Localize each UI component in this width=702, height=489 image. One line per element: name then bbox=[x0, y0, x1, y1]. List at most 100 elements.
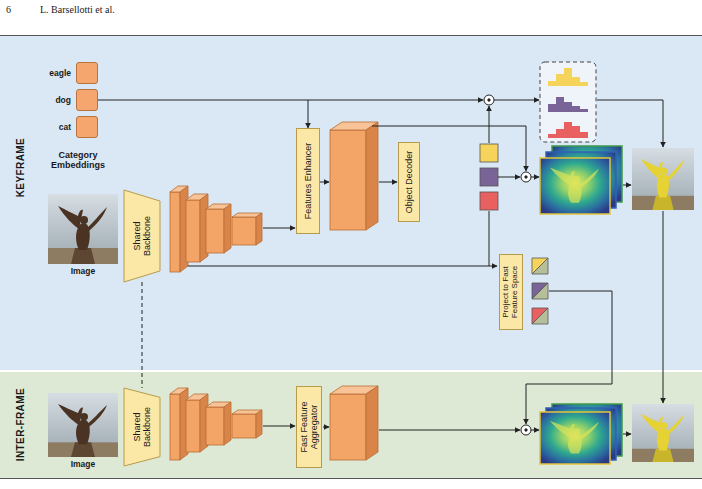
drawing-part bbox=[256, 213, 262, 245]
band-grounds bbox=[0, 36, 702, 479]
embedding-label: cat bbox=[31, 117, 71, 137]
connector bbox=[142, 282, 143, 388]
drawing-part bbox=[379, 430, 520, 431]
drawing-part bbox=[556, 129, 564, 138]
label-holder: Category Embeddings bbox=[44, 150, 112, 171]
output-masks bbox=[632, 148, 694, 462]
drawing-part bbox=[263, 426, 295, 427]
drawing-part bbox=[580, 109, 588, 112]
box-label: Features Enhancer bbox=[303, 131, 313, 231]
drawing-part bbox=[0, 35, 702, 36]
drawing-part bbox=[525, 429, 527, 431]
drawing-part bbox=[597, 100, 663, 147]
drawing-part bbox=[572, 77, 580, 86]
category-embedding: eagle bbox=[76, 62, 98, 84]
feature-map bbox=[330, 122, 378, 460]
frame-band: KEYFRAMEeagledogcatImageShared BackboneF… bbox=[0, 36, 702, 370]
drawing-part bbox=[480, 144, 498, 162]
group-label: Category Embeddings bbox=[44, 150, 112, 171]
drawing-part bbox=[379, 182, 397, 183]
drawing-part bbox=[548, 122, 588, 138]
drawing-part bbox=[564, 68, 572, 86]
embedding-label: dog bbox=[31, 90, 71, 110]
drawing-part bbox=[548, 134, 556, 138]
drawing-part bbox=[0, 372, 702, 478]
projected-queries bbox=[532, 258, 548, 324]
drawing-part bbox=[521, 172, 531, 182]
drawing-part bbox=[550, 168, 599, 203]
drawing-part bbox=[0, 36, 702, 370]
trapezoid-shape bbox=[124, 190, 160, 282]
drawing-part bbox=[632, 148, 694, 210]
score-histograms bbox=[540, 62, 596, 142]
drawing-part bbox=[372, 126, 526, 171]
drawing-part bbox=[232, 217, 256, 245]
drawing-part bbox=[532, 308, 548, 324]
drawing-part bbox=[170, 394, 180, 460]
label-holder: L. Barsellotti et al. bbox=[40, 4, 115, 16]
box-label: Shared Backbone bbox=[132, 402, 152, 452]
drawing-part bbox=[550, 421, 599, 454]
backbone-trapezoid: Shared Backbone bbox=[124, 190, 160, 282]
drawing-part bbox=[256, 410, 262, 438]
drawing-part bbox=[564, 122, 572, 138]
process-box: Project to Fast Feature Space bbox=[499, 254, 523, 330]
band-title: INTER-FRAME bbox=[15, 388, 26, 461]
query-squares bbox=[480, 144, 498, 210]
drawing-part bbox=[556, 74, 564, 86]
band-title: KEYFRAME bbox=[15, 138, 26, 197]
drawing-part bbox=[580, 132, 588, 138]
box-label: Fast Feature Aggregator bbox=[299, 389, 319, 465]
input-image: Image bbox=[48, 393, 118, 457]
drawing-part bbox=[540, 412, 610, 464]
drawing-part bbox=[531, 177, 539, 178]
drawing-part bbox=[232, 414, 256, 438]
drawing-part bbox=[663, 211, 664, 403]
box-label: Object Decoder bbox=[404, 145, 414, 219]
drawing-part bbox=[170, 192, 180, 272]
drawing-part bbox=[632, 404, 694, 462]
drawing-part bbox=[366, 122, 378, 230]
process-box: Object Decoder bbox=[398, 142, 420, 222]
flow-lines bbox=[188, 100, 663, 434]
drawing-part bbox=[186, 200, 200, 262]
process-box: Features Enhancer bbox=[296, 128, 320, 234]
drawing-part bbox=[48, 194, 118, 264]
drawing-part bbox=[206, 407, 224, 445]
drawing-part bbox=[526, 291, 612, 424]
category-embedding: dog bbox=[76, 89, 98, 111]
box-label: Project to Fast Feature Space bbox=[502, 257, 520, 327]
drawing-part bbox=[532, 283, 548, 299]
drawing-part bbox=[548, 97, 588, 112]
embedding-label: eagle bbox=[31, 63, 71, 83]
drawing-part bbox=[498, 177, 520, 178]
backbone-trapezoid: Shared Backbone bbox=[124, 388, 160, 466]
drawing-part bbox=[188, 266, 497, 267]
drawing-part bbox=[623, 434, 631, 435]
image-caption: Image bbox=[38, 460, 128, 469]
drawing-part bbox=[480, 192, 498, 210]
running-header: 6 bbox=[6, 4, 11, 16]
drawing-part bbox=[224, 402, 231, 445]
drawing-part bbox=[206, 209, 224, 253]
drawing-part bbox=[556, 97, 564, 112]
drawing-part bbox=[489, 106, 490, 143]
drawing-part bbox=[366, 386, 378, 460]
process-box: Fast Feature Aggregator bbox=[296, 386, 322, 468]
drawing-part bbox=[540, 158, 610, 214]
product-symbols bbox=[484, 95, 531, 435]
drawing-part bbox=[488, 99, 490, 101]
frame-band: INTER-FRAME Image Shared Backbone Fast Feat… bbox=[0, 372, 702, 478]
drawing-part bbox=[532, 258, 548, 274]
label-holder: 6 bbox=[6, 4, 11, 16]
drawing-part bbox=[572, 106, 580, 112]
drawing-part bbox=[548, 81, 556, 86]
drawing-part bbox=[489, 211, 490, 266]
feature-pyramid bbox=[170, 186, 262, 460]
drawing-part bbox=[548, 68, 588, 86]
drawing-part bbox=[532, 283, 548, 299]
drawing-part bbox=[484, 95, 494, 105]
